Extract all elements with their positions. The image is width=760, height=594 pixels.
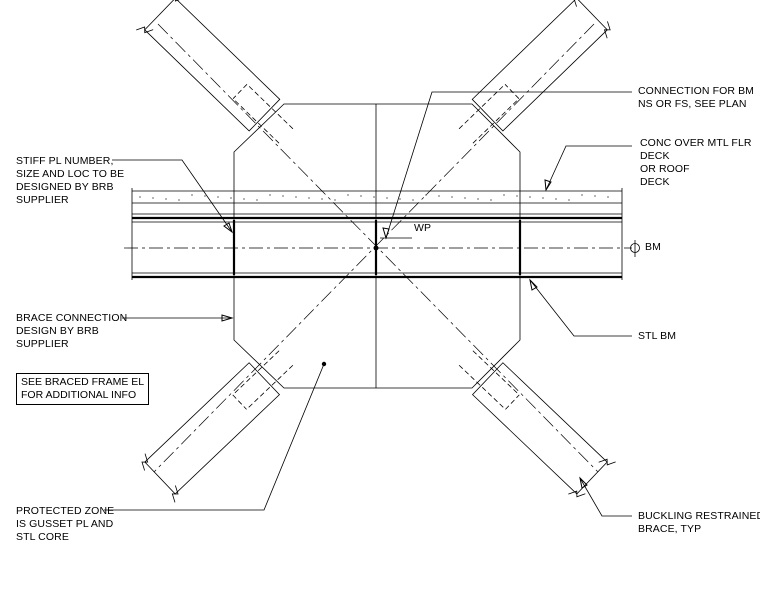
steel-beam [131,188,623,280]
note-line: SEE BRACED FRAME EL [21,376,145,388]
note-line: DECK [640,176,670,188]
note-line: STL CORE [16,531,69,543]
cl-bm-label: BM [645,241,661,253]
note-protected-zone: PROTECTED ZONE IS GUSSET PL AND STL CORE [16,505,114,544]
note-line: PROTECTED ZONE [16,505,115,517]
gusset-plate [233,103,521,389]
leaders [104,91,632,517]
note-line: CONC OVER MTL FLR [640,137,752,149]
note-line: SUPPLIER [16,194,69,206]
note-stiff-pl: STIFF PL NUMBER, SIZE AND LOC TO BE DESI… [16,155,124,207]
note-line: DESIGN BY BRB [16,325,99,337]
wp-label: WP [414,222,432,234]
note-line: SIZE AND LOC TO BE [16,168,125,180]
note-line: BRACE CONNECTION [16,312,128,324]
work-point-marker [373,245,379,251]
note-brace-connection: BRACE CONNECTION DESIGN BY BRB SUPPLIER [16,312,127,351]
note-cl-bm: BM [645,241,661,254]
note-wp: WP [414,222,431,235]
note-line: NS OR FS, SEE PLAN [638,98,747,110]
note-line: BUCKLING RESTRAINED [638,510,760,522]
note-line: DECK [640,150,670,162]
note-stl-bm: STL BM [638,330,676,343]
brace-upper-left [136,0,294,144]
note-line: SUPPLIER [16,338,69,350]
note-connection-for-bm: CONNECTION FOR BM NS OR FS, SEE PLAN [638,85,754,111]
stl-bm-label: STL BM [638,330,677,342]
brace-lower-right [458,350,616,498]
note-line: IS GUSSET PL AND [16,518,114,530]
brace-lower-left [141,350,294,503]
note-see-braced-frame: SEE BRACED FRAME EL FOR ADDITIONAL INFO [16,373,150,405]
note-line: DESIGNED BY BRB [16,181,114,193]
note-buckling-brace: BUCKLING RESTRAINED BRACE, TYP [638,510,760,536]
concrete-slab [132,190,622,215]
note-line: BRACE, TYP [638,523,702,535]
note-line: OR ROOF [640,163,690,175]
note-line: CONNECTION FOR BM [638,85,755,97]
brace-upper-right [458,0,611,144]
note-line: STIFF PL NUMBER, [16,155,114,167]
note-conc-over-deck: CONC OVER MTL FLR DECK OR ROOF DECK [640,137,752,189]
note-line: FOR ADDITIONAL INFO [21,389,137,401]
centerline-symbol [630,240,640,257]
